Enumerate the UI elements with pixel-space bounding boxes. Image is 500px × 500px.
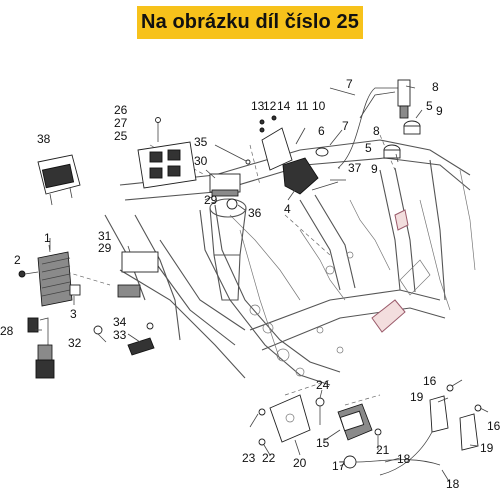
callout-18-bottom: 18 bbox=[446, 477, 460, 491]
part-1-regulator bbox=[37, 238, 73, 307]
part-21-screw bbox=[374, 428, 382, 436]
callout-34: 34 bbox=[113, 315, 127, 329]
callout-30: 30 bbox=[194, 154, 208, 168]
leader-lines bbox=[35, 85, 489, 484]
callout-37: 37 bbox=[348, 161, 362, 175]
callout-18-mid: 18 bbox=[397, 452, 411, 466]
page-title: Na obrázku díl číslo 25 bbox=[141, 11, 359, 33]
callout-8-mid: 8 bbox=[373, 124, 380, 138]
part-6-cap bbox=[315, 147, 329, 157]
part-25-relay-box bbox=[137, 117, 197, 189]
callout-10: 10 bbox=[312, 99, 326, 113]
part-3-clip bbox=[69, 284, 81, 296]
callout-16-right: 16 bbox=[487, 419, 500, 433]
callout-20: 20 bbox=[293, 456, 307, 470]
part-4-coil bbox=[261, 127, 319, 195]
callout-32: 32 bbox=[68, 336, 82, 350]
callout-7-top: 7 bbox=[346, 77, 353, 91]
callout-31: 31 bbox=[98, 229, 112, 243]
callout-12: 12 bbox=[263, 99, 277, 113]
callout-9-mid: 9 bbox=[371, 162, 378, 176]
part-12-screws bbox=[259, 115, 306, 145]
callout-5-top: 5 bbox=[426, 99, 433, 113]
callout-35: 35 bbox=[194, 135, 208, 149]
callout-4: 4 bbox=[284, 202, 291, 216]
part-19-plug-cap bbox=[379, 384, 482, 476]
callout-19-right: 19 bbox=[480, 441, 494, 455]
frame-drawing bbox=[104, 139, 476, 386]
callout-28: 28 bbox=[0, 324, 14, 338]
callout-15: 15 bbox=[316, 436, 330, 450]
callout-38: 38 bbox=[37, 132, 51, 146]
callout-5-mid: 5 bbox=[365, 141, 372, 155]
title-banner: Na obrázku díl číslo 25 bbox=[137, 6, 363, 39]
callout-9-top: 9 bbox=[436, 104, 443, 118]
part-2-screw bbox=[18, 270, 39, 278]
part-17-sensor bbox=[343, 455, 441, 469]
part-33-sensor bbox=[127, 322, 155, 356]
callout-13: 13 bbox=[251, 99, 265, 113]
part-24-bolt bbox=[315, 397, 325, 425]
callout-labels: 38 26 27 25 35 30 29 36 13 12 14 11 10 7… bbox=[0, 77, 500, 491]
callout-19-top: 19 bbox=[410, 390, 424, 404]
callout-36: 36 bbox=[248, 206, 262, 220]
part-37-bolt bbox=[311, 181, 339, 191]
part-9-spark-cap bbox=[383, 120, 421, 159]
callout-27: 27 bbox=[114, 116, 128, 130]
callout-29-mid: 29 bbox=[98, 241, 112, 255]
callout-22: 22 bbox=[262, 451, 276, 465]
part-36-bushing bbox=[226, 198, 238, 210]
part-30-box bbox=[209, 173, 241, 197]
callout-29-top: 29 bbox=[204, 193, 218, 207]
callout-2: 2 bbox=[14, 253, 21, 267]
callout-17: 17 bbox=[332, 459, 346, 473]
callout-6: 6 bbox=[318, 124, 325, 138]
callout-3: 3 bbox=[70, 307, 77, 321]
callout-25: 25 bbox=[114, 129, 128, 143]
callout-26: 26 bbox=[114, 103, 128, 117]
callout-21: 21 bbox=[376, 443, 390, 457]
part-28-connector bbox=[27, 317, 55, 379]
callout-11: 11 bbox=[296, 99, 309, 113]
callout-16-top: 16 bbox=[423, 374, 437, 388]
part-22-23-nuts bbox=[258, 408, 266, 446]
part-32-bolt bbox=[93, 325, 103, 335]
callout-23: 23 bbox=[242, 451, 256, 465]
callout-1: 1 bbox=[44, 231, 51, 245]
part-35-screw bbox=[214, 144, 251, 165]
part-15-cdi-unit bbox=[337, 403, 373, 441]
part-20-bracket bbox=[269, 394, 311, 443]
callout-24: 24 bbox=[316, 378, 330, 392]
callout-33: 33 bbox=[113, 328, 127, 342]
callout-8-top: 8 bbox=[432, 80, 439, 94]
part-31-bracket bbox=[117, 251, 159, 298]
part-38-bracket bbox=[37, 154, 81, 206]
callout-7-mid: 7 bbox=[342, 119, 349, 133]
callout-14: 14 bbox=[277, 99, 291, 113]
